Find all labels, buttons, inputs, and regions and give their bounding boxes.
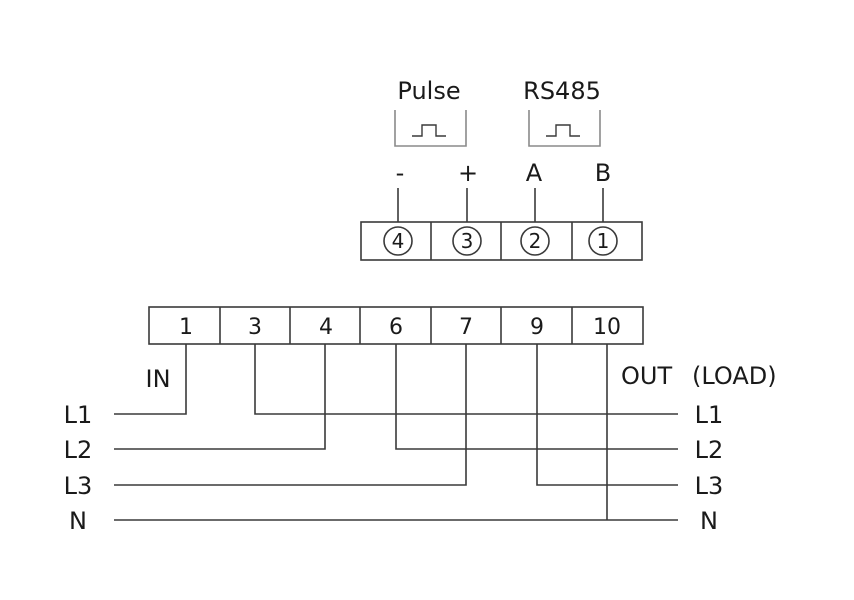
pulse-label: Pulse: [397, 77, 460, 105]
square-pulse-icon: [546, 124, 580, 137]
top-terminal-3: 3: [452, 226, 482, 256]
bottom-terminal-strip: [148, 306, 644, 345]
svg-text:2: 2: [529, 229, 542, 253]
pin-a-label: A: [526, 159, 543, 187]
wiring-lines: [114, 344, 678, 521]
in-line-l3-label: L3: [64, 472, 93, 500]
pin-plus-label: +: [458, 159, 478, 187]
communication-block: Pulse RS485 - + A B 4: [360, 77, 643, 261]
terminal-3: 3: [248, 315, 262, 340]
load-label: (LOAD): [692, 362, 777, 390]
in-line-l2-label: L2: [64, 436, 93, 464]
out-line-l2-label: L2: [695, 436, 724, 464]
in-label: IN: [145, 365, 170, 393]
out-line-l1-label: L1: [695, 401, 724, 429]
svg-text:1: 1: [597, 229, 610, 253]
rs485-label: RS485: [523, 77, 601, 105]
rs485-symbol-box: [528, 110, 601, 147]
out-line-l3-label: L3: [695, 472, 724, 500]
svg-text:3: 3: [461, 229, 474, 253]
power-block: 1 3 4 6 7 9 10 IN OUT (LOAD) L1 L2 L3 N …: [64, 306, 777, 535]
top-terminal-2: 2: [520, 226, 550, 256]
terminal-4: 4: [319, 315, 333, 340]
terminal-9: 9: [530, 315, 544, 340]
square-pulse-icon: [412, 124, 446, 137]
terminal-6: 6: [389, 315, 403, 340]
terminal-10: 10: [593, 315, 621, 340]
top-terminal-1: 1: [588, 226, 618, 256]
in-line-n-label: N: [69, 507, 87, 535]
terminal-7: 7: [459, 315, 473, 340]
svg-text:4: 4: [392, 229, 405, 253]
pulse-symbol-box: [394, 110, 467, 147]
out-line-n-label: N: [700, 507, 718, 535]
terminal-1: 1: [179, 315, 193, 340]
pin-b-label: B: [595, 159, 611, 187]
in-line-l1-label: L1: [64, 401, 93, 429]
pin-minus-label: -: [396, 159, 405, 187]
out-label: OUT: [621, 362, 672, 390]
top-terminal-4: 4: [383, 226, 413, 256]
